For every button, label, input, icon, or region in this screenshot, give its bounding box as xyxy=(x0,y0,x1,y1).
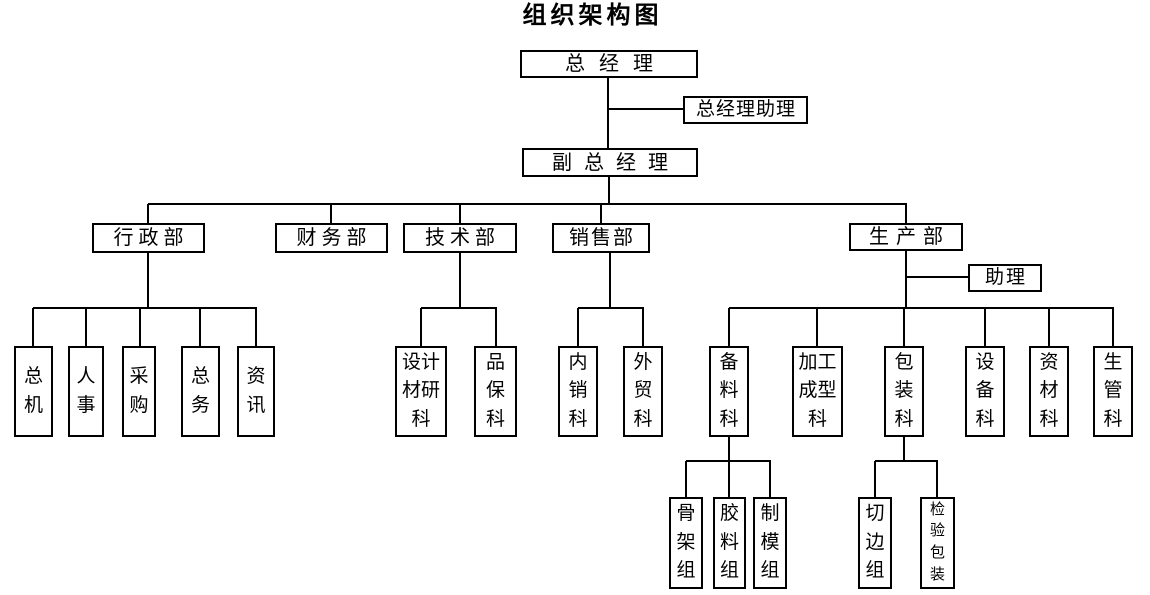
connector-line xyxy=(255,308,257,346)
connector-line xyxy=(905,204,907,223)
org-node-switchboard: 总 机 xyxy=(14,346,53,437)
connector-line xyxy=(495,308,497,346)
org-node-sales-dept: 销售部 xyxy=(552,223,650,253)
org-node-equipment: 设 备 科 xyxy=(965,346,1005,437)
connector-line xyxy=(459,253,461,308)
org-node-production-control: 生 管 科 xyxy=(1093,346,1133,437)
connector-line xyxy=(1112,308,1114,346)
connector-line xyxy=(936,461,938,497)
org-node-admin-dept: 行政部 xyxy=(92,223,205,253)
org-node-quality-assurance: 品 保 科 xyxy=(474,346,517,437)
org-node-gm-assistant: 总经理助理 xyxy=(683,96,808,124)
connector-line xyxy=(330,204,332,223)
connector-line xyxy=(199,308,201,346)
connector-line xyxy=(33,307,257,309)
connector-line xyxy=(903,308,905,346)
connector-line xyxy=(577,308,579,346)
connector-line xyxy=(607,78,609,148)
connector-line xyxy=(609,253,611,308)
diagram-title: 组织架构图 xyxy=(522,3,663,29)
connector-line xyxy=(608,108,683,110)
connector-line xyxy=(729,307,1114,309)
org-node-hr: 人 事 xyxy=(68,346,104,437)
org-node-rubber-group: 胶 料 组 xyxy=(713,497,746,589)
connector-line xyxy=(769,461,771,497)
connector-line xyxy=(608,177,610,204)
connector-line xyxy=(728,461,730,497)
connector-line xyxy=(984,308,986,346)
connector-line xyxy=(459,204,461,223)
connector-line xyxy=(147,253,149,308)
connector-line xyxy=(906,276,968,278)
org-node-production-dept: 生产部 xyxy=(849,223,963,251)
connector-line xyxy=(903,437,905,461)
connector-line xyxy=(1048,308,1050,346)
connector-line xyxy=(600,204,602,223)
connector-line xyxy=(728,437,730,461)
org-node-general-affairs: 总 务 xyxy=(181,346,220,437)
org-node-inspection-packing-group: 检 验 包 装 xyxy=(920,497,955,589)
org-node-production-assistant: 助理 xyxy=(968,264,1042,292)
org-node-purchasing: 采 购 xyxy=(122,346,156,437)
connector-line xyxy=(642,308,644,346)
org-node-packaging: 包 装 科 xyxy=(884,346,924,437)
org-node-material-prep: 备 料 科 xyxy=(709,346,749,437)
connector-line xyxy=(32,308,34,346)
connector-line xyxy=(905,250,907,308)
org-node-deputy-general-manager: 副总经理 xyxy=(522,148,698,177)
org-node-materials: 资 材 科 xyxy=(1029,346,1069,437)
org-node-tech-dept: 技术部 xyxy=(403,223,517,253)
org-node-skeleton-group: 骨 架 组 xyxy=(669,497,703,589)
org-node-general-manager: 总经理 xyxy=(520,50,698,78)
connector-line xyxy=(421,307,497,309)
connector-line xyxy=(148,203,907,205)
org-node-foreign-trade: 外 贸 科 xyxy=(623,346,663,437)
connector-line xyxy=(728,308,730,346)
org-node-process-molding: 加工 成型 科 xyxy=(792,346,843,437)
connector-line xyxy=(139,308,141,346)
connector-line xyxy=(578,307,644,309)
org-node-mold-group: 制 模 组 xyxy=(753,497,787,589)
org-node-trimming-group: 切 边 组 xyxy=(858,497,892,589)
connector-line xyxy=(85,308,87,346)
org-node-domestic-sales: 内 销 科 xyxy=(558,346,598,437)
connector-line xyxy=(874,461,876,497)
org-node-design-material-research: 设计 材研 科 xyxy=(395,346,447,437)
connector-line xyxy=(816,308,818,346)
connector-line xyxy=(685,461,687,497)
org-node-information: 资 讯 xyxy=(237,346,275,437)
org-node-finance-dept: 财务部 xyxy=(275,223,388,253)
connector-line xyxy=(147,204,149,223)
connector-line xyxy=(875,460,938,462)
connector-line xyxy=(420,308,422,346)
